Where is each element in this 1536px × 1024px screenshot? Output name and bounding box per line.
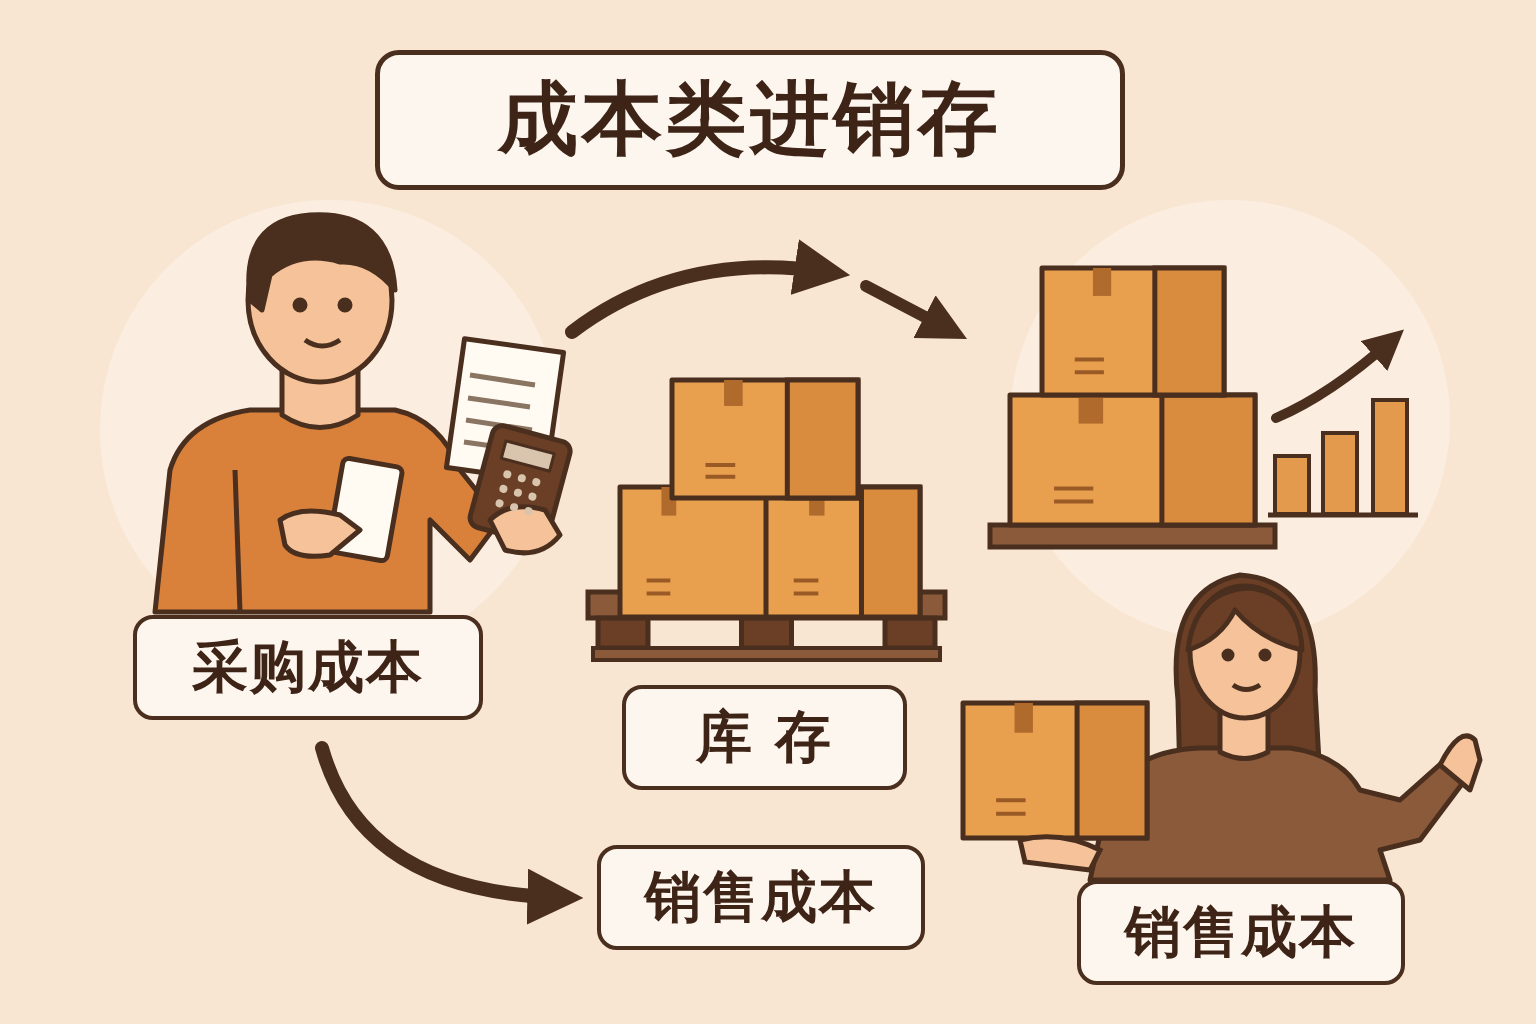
box-label: 销售成本	[1125, 895, 1357, 971]
held-box	[963, 703, 1147, 838]
cardboard-boxes	[588, 268, 1275, 660]
flow-arrow	[572, 267, 828, 332]
label-box: 库 存	[622, 685, 907, 790]
calculator-keys	[495, 469, 542, 516]
box-label: 销售成本	[645, 860, 877, 936]
title-text: 成本类进销存	[498, 66, 1002, 174]
hand	[1020, 837, 1100, 870]
buyer-figure	[155, 215, 572, 612]
label-box: 采购成本	[133, 615, 483, 720]
box-label: 库 存	[696, 700, 834, 776]
title-box: 成本类进销存	[375, 50, 1125, 190]
glow	[1010, 200, 1450, 640]
bar-chart	[1268, 340, 1418, 515]
flow-arrow	[322, 748, 561, 898]
label-box: 销售成本	[597, 845, 925, 950]
label-box: 销售成本	[1077, 880, 1405, 985]
flow-arrow	[866, 286, 950, 330]
box-label: 采购成本	[192, 630, 424, 706]
